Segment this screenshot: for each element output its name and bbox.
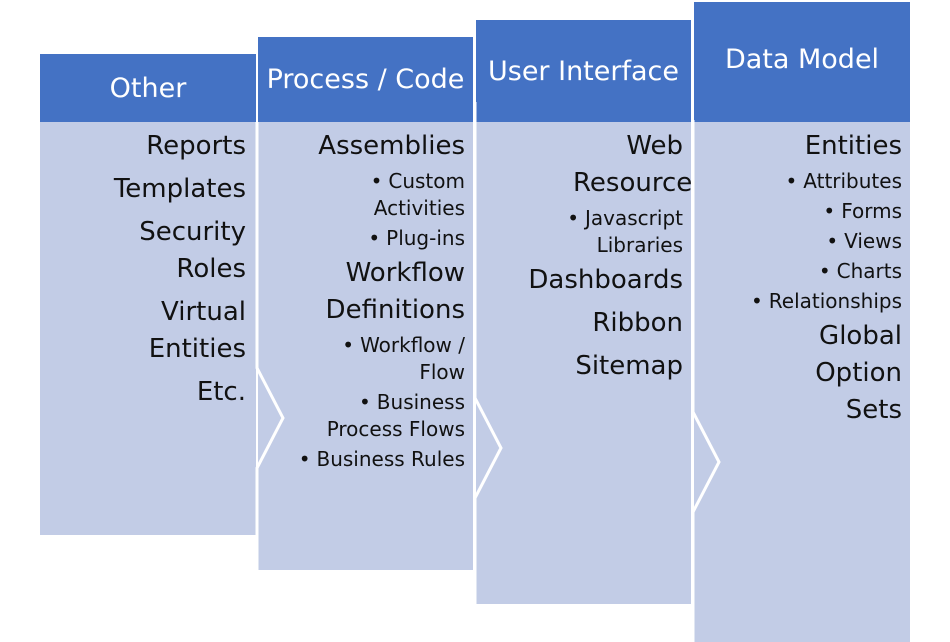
dm-bullet-charts-label: Charts — [836, 259, 902, 283]
other-item-reports: Reports — [146, 131, 246, 161]
chevron-divider-1 — [255, 122, 285, 570]
column-data-model: Data Model Entities •Attributes •Forms •… — [694, 2, 910, 642]
other-item-etc: Etc. — [196, 377, 246, 407]
other-item-virtual-entities: Virtual Entities — [148, 297, 246, 364]
process-bullet-custom-activities-label: Custom Activities — [373, 169, 465, 220]
dm-item-global-option-sets: Global Option Sets — [815, 321, 902, 425]
process-item-workflow-definitions: Workflow Definitions — [325, 258, 465, 325]
column-other-title: Other — [109, 72, 187, 104]
column-data-model-header: Data Model — [694, 2, 910, 122]
column-other-body — [40, 54, 256, 535]
process-bullet-business-process-flows: •Business Process Flows — [326, 390, 465, 441]
dm-bullet-views-label: Views — [844, 229, 902, 253]
ui-item-dashboards: Dashboards — [528, 265, 683, 295]
dm-bullet-attributes: •Attributes — [785, 169, 902, 193]
dm-bullet-forms: •Forms — [823, 199, 902, 223]
dm-bullet-relationships: •Relationships — [751, 289, 902, 313]
process-bullet-business-rules: •Business Rules — [298, 447, 465, 471]
column-ui-title: User Interface — [487, 55, 679, 87]
column-ui-header: User Interface — [476, 20, 691, 122]
column-other-header: Other — [40, 54, 256, 122]
ui-item-ribbon: Ribbon — [592, 308, 683, 338]
chevron-divider-3 — [691, 120, 721, 642]
chevron-divider-2 — [473, 102, 503, 604]
other-item-templates: Templates — [113, 174, 246, 204]
dm-bullet-attributes-label: Attributes — [803, 169, 902, 193]
process-bullet-business-process-flows-label: Business Process Flows — [326, 390, 465, 441]
column-data-model-title: Data Model — [724, 44, 880, 75]
process-bullet-plugins: •Plug-ins — [368, 226, 465, 250]
dm-bullet-relationships-label: Relationships — [768, 289, 902, 313]
dm-item-entities: Entities — [804, 131, 902, 161]
process-bullet-business-rules-label: Business Rules — [316, 447, 465, 471]
column-user-interface: User Interface Web Resources •Javascript… — [476, 20, 706, 604]
column-process-content: Assemblies •Custom Activities •Plug-ins … — [265, 128, 465, 476]
process-bullet-workflow-flow: •Workflow / Flow — [342, 333, 465, 384]
other-item-security-roles: Security Roles — [139, 217, 246, 284]
column-process-header: Process / Code — [258, 37, 473, 122]
process-bullet-plugins-label: Plug-ins — [386, 226, 465, 250]
column-process-body — [258, 37, 473, 570]
column-process-code: Process / Code Assemblies •Custom Activi… — [258, 37, 473, 570]
column-process-title: Process / Code — [266, 64, 465, 95]
ui-item-sitemap: Sitemap — [575, 351, 683, 381]
dm-bullet-forms-label: Forms — [841, 199, 902, 223]
process-item-assemblies: Assemblies — [318, 131, 465, 161]
ui-bullet-javascript-libraries-label: Javascript Libraries — [585, 206, 683, 257]
process-bullet-workflow-flow-label: Workflow / Flow — [360, 333, 465, 384]
ui-bullet-javascript-libraries: •Javascript Libraries — [567, 206, 683, 257]
column-data-model-content: Entities •Attributes •Forms •Views •Char… — [692, 128, 902, 429]
process-bullet-custom-activities: •Custom Activities — [370, 169, 465, 220]
column-other: Other Reports Templates Security Roles V… — [40, 54, 256, 535]
ui-item-web-resources: Web Resources — [573, 131, 706, 198]
dm-bullet-charts: •Charts — [818, 259, 902, 283]
column-other-content: Reports Templates Security Roles Virtual… — [46, 128, 246, 411]
dm-bullet-views: •Views — [826, 229, 902, 253]
column-ui-content: Web Resources •Javascript Libraries Dash… — [483, 128, 706, 385]
